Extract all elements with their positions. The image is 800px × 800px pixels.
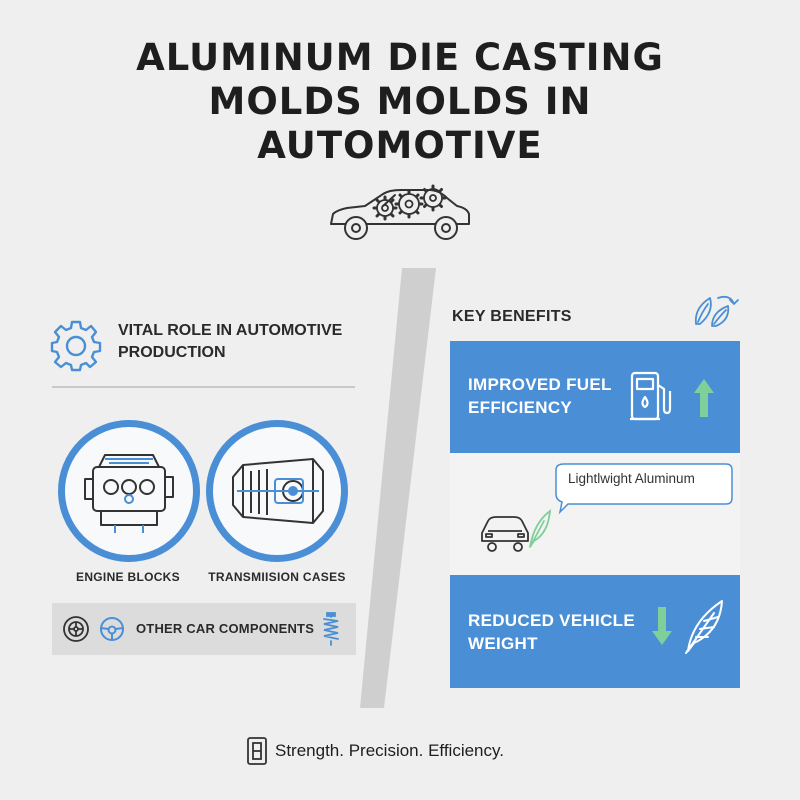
transmission-cases-card (206, 420, 348, 562)
leaf-refresh-icon (694, 295, 739, 327)
section-divider (360, 268, 436, 708)
arrow-up-icon (694, 379, 714, 417)
transmission-cases-label: TRANSMIISION CASES (208, 570, 346, 584)
vital-role-header: VITAL ROLE IN AUTOMOTIVE PRODUCTION (50, 318, 360, 388)
car-gears-icon (330, 184, 470, 240)
speech-bubble (555, 463, 733, 514)
mold-icon (247, 737, 267, 765)
title-line-3: AUTOMOTIVE (257, 124, 543, 167)
feather-small-icon (529, 509, 552, 548)
section-rule (52, 386, 355, 388)
feather-icon (685, 600, 723, 654)
benefit-reduced-weight: REDUCED VEHICLE WEIGHT (450, 575, 740, 688)
footer-tagline: Strength. Precision. Efficiency. (275, 741, 504, 760)
transmission-case-icon (232, 458, 324, 524)
engine-blocks-card (58, 420, 200, 562)
other-components-bar: OTHER CAR COMPONENTS (52, 603, 356, 655)
car-icon (481, 516, 529, 552)
steering-wheel-icon (100, 617, 124, 641)
gear-icon (50, 320, 102, 372)
benefit-fuel-efficiency: IMPROVED FUEL EFFICIENCY (450, 341, 740, 453)
page-title: ALUMINUM DIE CASTING MOLDS MOLDS IN AUTO… (0, 36, 800, 168)
title-line-2: MOLDS MOLDS IN (208, 80, 592, 123)
key-benefits-heading: KEY BENEFITS (452, 308, 572, 325)
bubble-text: Lightlwight Aluminum (568, 471, 695, 486)
lightweight-aluminum-section: Lightlwight Aluminum (450, 453, 740, 575)
engine-blocks-label: ENGINE BLOCKS (76, 570, 180, 584)
title-line-1: ALUMINUM DIE CASTING (136, 36, 664, 79)
arrow-down-icon (652, 607, 672, 645)
benefit-weight-label: REDUCED VEHICLE WEIGHT (468, 611, 635, 653)
wheel-icon (63, 616, 89, 642)
fuel-pump-icon (630, 371, 672, 421)
vital-role-heading: VITAL ROLE IN AUTOMOTIVE PRODUCTION (118, 322, 343, 361)
spring-icon (323, 612, 339, 646)
engine-block-icon (84, 454, 174, 533)
other-components-label: OTHER CAR COMPONENTS (136, 621, 315, 636)
benefit-fuel-label: IMPROVED FUEL EFFICIENCY (468, 375, 612, 417)
